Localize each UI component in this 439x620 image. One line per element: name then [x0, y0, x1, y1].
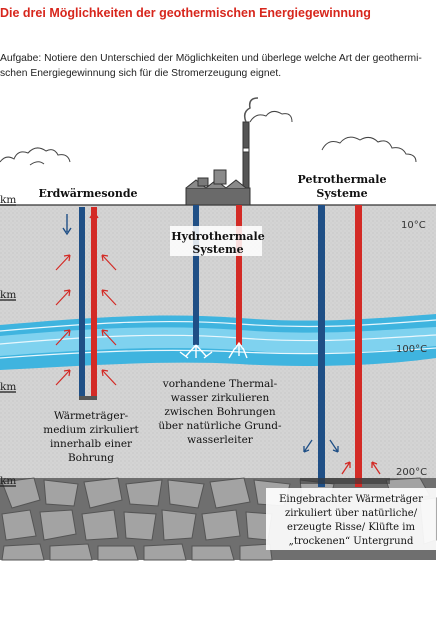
desc-hydro-5: wasserleiter — [187, 434, 254, 446]
desc-erdwaerme-4: Bohrung — [68, 452, 114, 464]
temp-200: 200°C — [396, 467, 427, 478]
power-plant — [185, 97, 259, 206]
heading-hydro-2: Systeme — [192, 243, 243, 256]
hydro-heading-bg — [170, 226, 262, 256]
petro-desc-box — [266, 488, 436, 550]
probe-petro — [318, 205, 362, 487]
probe-erdwaerme — [79, 207, 97, 400]
cloud-left — [0, 147, 71, 163]
depth-label-2: km — [0, 289, 16, 301]
aquifer-band — [0, 327, 436, 356]
hydro-red-pipe — [236, 205, 242, 345]
desc-hydro-2: wasser zirkulieren — [171, 392, 270, 404]
desc-hydro-1: vorhandene Thermal- — [162, 378, 278, 390]
page-title: Die drei Möglichkeiten der geothermische… — [0, 6, 371, 20]
desc-petro-4: „trockenen“ Untergrund — [289, 536, 414, 547]
depth-label-3: km — [0, 381, 16, 393]
petro-red-pipe — [355, 205, 362, 487]
fracture-zone — [300, 478, 390, 484]
desc-erdwaerme-1: Wärmeträger- — [54, 410, 129, 422]
erdwaerme-flow-arrow — [62, 214, 72, 236]
probe-blue-pipe — [79, 207, 85, 399]
desc-erdwaerme-3: innerhalb einer — [50, 438, 133, 450]
probe-red-pipe — [91, 207, 97, 399]
depth-label-4: km — [0, 475, 16, 487]
task-line-1: Aufgabe: Notiere den Unterschied der Mög… — [0, 53, 422, 64]
hydro-blue-pipe — [193, 205, 199, 345]
desc-petro-3: erzeugte Risse/ Klüfte im — [287, 522, 415, 533]
petro-arrows — [303, 439, 381, 475]
heading-erdwaerme: Erdwärmesonde — [38, 187, 137, 200]
temp-100: 100°C — [396, 344, 427, 355]
desc-hydro-3: zwischen Bohrungen — [164, 406, 276, 418]
heading-petro-2: Systeme — [316, 187, 367, 200]
erdwaerme-up-arrow — [89, 210, 99, 234]
temp-10: 10°C — [401, 220, 426, 231]
task-line-2: schen Energiegewinnung sich für die Stro… — [0, 67, 282, 79]
desc-petro-1: Eingebrachter Wärmeträger — [279, 494, 423, 505]
hydro-spray — [179, 341, 248, 359]
cloud-top — [249, 110, 293, 123]
cloud-right — [321, 136, 417, 163]
clouds — [0, 110, 417, 166]
desc-erdwaerme-2: medium zirkuliert — [43, 424, 139, 436]
desc-hydro-4: über natürliche Grund- — [158, 420, 282, 432]
heading-petro-1: Petrothermale — [297, 173, 386, 186]
depth-scale — [0, 204, 16, 487]
probe-hydro — [193, 205, 242, 345]
erdwaerme-arrows — [55, 254, 117, 386]
desc-petro-2: zirkuliert über natürliche/ — [285, 508, 418, 519]
depth-label-1: km — [0, 194, 16, 206]
task-text: Aufgabe: Notiere den Unterschied der Mög… — [0, 52, 430, 81]
heading-hydro-1: Hydrothermale — [171, 230, 264, 243]
cloud-mid — [29, 161, 45, 166]
petro-blue-pipe — [318, 205, 325, 487]
